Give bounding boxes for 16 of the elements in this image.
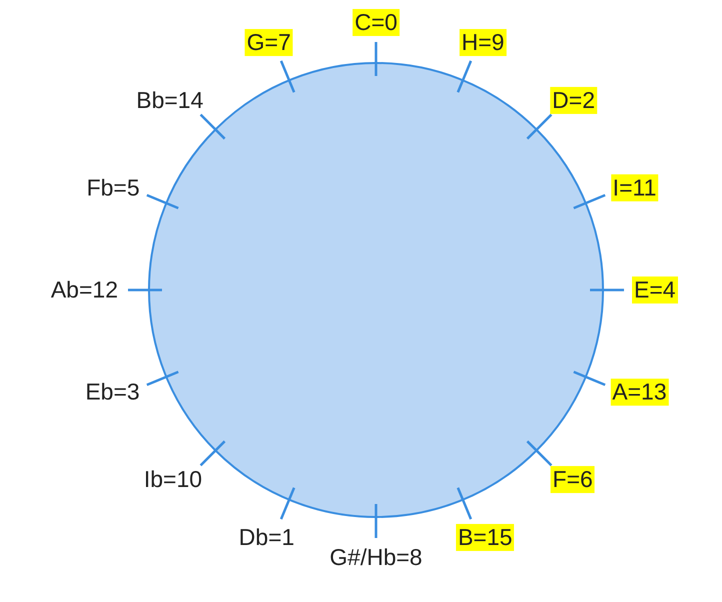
value-label: Bb=14 bbox=[135, 87, 204, 114]
value-label: C=0 bbox=[352, 9, 400, 36]
value-label: Ab=12 bbox=[50, 276, 119, 304]
value-label: Db=1 bbox=[238, 524, 296, 551]
value-label: E=4 bbox=[632, 276, 678, 304]
value-label: Eb=3 bbox=[84, 378, 141, 406]
value-label: Fb=5 bbox=[86, 174, 141, 202]
value-label: A=13 bbox=[610, 378, 669, 406]
value-label: F=6 bbox=[550, 466, 595, 493]
value-label: G=7 bbox=[244, 29, 293, 56]
value-label: B=15 bbox=[456, 524, 514, 551]
value-label: Ib=10 bbox=[142, 466, 204, 493]
value-label: H=9 bbox=[460, 29, 506, 56]
value-label: I=11 bbox=[610, 174, 658, 202]
value-label: G#/Hb=8 bbox=[328, 544, 424, 571]
value-label: D=2 bbox=[550, 87, 597, 114]
